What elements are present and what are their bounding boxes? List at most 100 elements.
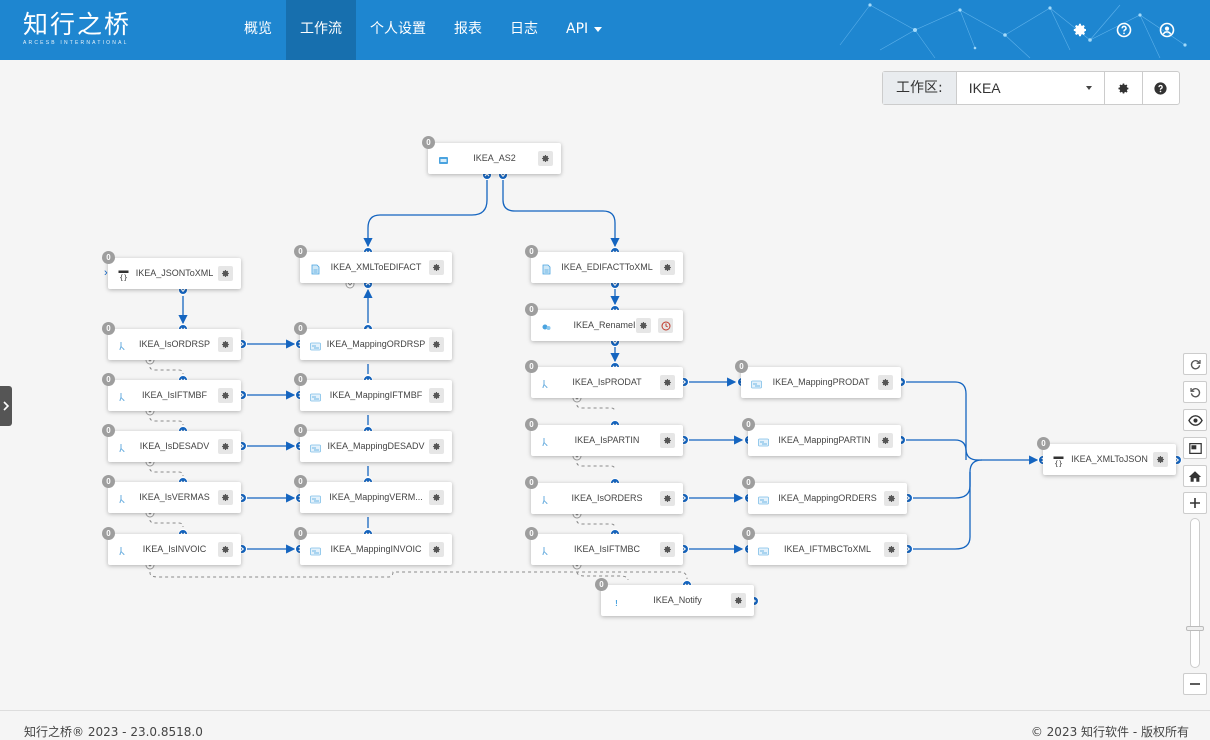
node-settings-gear-icon[interactable] [218, 542, 233, 557]
dropdown-arrow-icon [1085, 86, 1092, 90]
node-count-badge: 0 [294, 322, 307, 335]
node-settings-gear-icon[interactable] [218, 388, 233, 403]
node-settings-gear-icon[interactable] [218, 337, 233, 352]
nav-overview[interactable]: 概览 [244, 21, 272, 37]
nav-logs[interactable]: 日志 [510, 21, 538, 37]
flow-node-renamein[interactable]: IKEA_RenameIn [531, 310, 683, 341]
node-settings-gear-icon[interactable] [884, 491, 899, 506]
flow-node-mappartin[interactable]: IKEA_MappingPARTIN [748, 425, 901, 456]
eye-icon [1187, 414, 1203, 426]
node-settings-gear-icon[interactable] [218, 439, 233, 454]
map-icon [310, 544, 321, 556]
node-count-badge: 0 [294, 527, 307, 540]
node-settings-gear-icon[interactable] [731, 593, 746, 608]
logo[interactable]: 知行之桥 ARCESB INTERNATIONAL [23, 12, 131, 47]
workspace-dropdown[interactable]: IKEA [957, 72, 1105, 104]
schedule-clock-icon[interactable] [658, 318, 673, 333]
redo-icon [1190, 359, 1201, 369]
script-icon [541, 320, 552, 331]
flow-node-isordrsp[interactable]: IKEA_IsORDRSP [108, 329, 241, 360]
view-button[interactable] [1183, 409, 1207, 431]
zoom-slider-thumb[interactable] [1186, 626, 1204, 631]
flow-node-isiftmbc[interactable]: IKEA_IsIFTMBC [531, 534, 683, 565]
node-settings-gear-icon[interactable] [660, 375, 675, 390]
home-button[interactable] [1183, 465, 1207, 487]
gear-icon [1118, 82, 1129, 94]
node-settings-gear-icon[interactable] [429, 542, 444, 557]
flow-node-edifacttoxml[interactable]: IKEA_EDIFACTToXML [531, 252, 683, 283]
minimap-button[interactable] [1183, 437, 1207, 459]
flow-node-xmltoedifact[interactable]: IKEA_XMLToEDIFACT [300, 252, 452, 283]
branch-icon [118, 441, 129, 453]
map-icon [310, 390, 321, 402]
flow-node-mapinvoic[interactable]: IKEA_MappingINVOIC [300, 534, 452, 565]
node-settings-gear-icon[interactable] [660, 491, 675, 506]
error-connector-line [149, 412, 184, 426]
node-count-badge: 0 [742, 476, 755, 489]
flow-node-iftmbctoxml[interactable]: IKEA_IFTMBCToXML [748, 534, 907, 565]
flow-node-isorders[interactable]: IKEA_IsORDERS [531, 483, 683, 514]
node-settings-gear-icon[interactable] [878, 375, 893, 390]
help-icon[interactable] [1112, 18, 1136, 42]
node-count-badge: 0 [102, 251, 115, 264]
node-settings-gear-icon[interactable] [1153, 452, 1168, 467]
node-settings-gear-icon[interactable] [429, 260, 444, 275]
flow-node-as2[interactable]: IKEA_AS2 [428, 143, 561, 174]
flow-node-xmltojson[interactable]: {}IKEA_XMLToJSON [1043, 444, 1176, 475]
nav-workflow[interactable]: 工作流 [286, 0, 356, 60]
flow-node-mapprodat[interactable]: IKEA_MappingPRODAT [741, 367, 901, 398]
flow-node-isinvoic[interactable]: IKEA_IsINVOIC [108, 534, 241, 565]
flow-node-isvermas[interactable]: IKEA_IsVERMAS [108, 482, 241, 513]
map-icon [758, 435, 769, 447]
settings-gear-icon[interactable] [1068, 18, 1092, 42]
workspace-value: IKEA [968, 80, 1001, 96]
node-settings-gear-icon[interactable] [429, 388, 444, 403]
flow-node-isiftmbf[interactable]: IKEA_IsIFTMBF [108, 380, 241, 411]
footer: 知行之桥® 2023 - 23.0.8518.0 © 2023 知行软件 - 版… [0, 710, 1210, 739]
node-settings-gear-icon[interactable] [218, 490, 233, 505]
redo-button[interactable] [1183, 353, 1207, 375]
nav-reports[interactable]: 报表 [454, 21, 482, 37]
map-icon [310, 492, 321, 504]
flow-node-isdesadv[interactable]: IKEA_IsDESADV [108, 431, 241, 462]
flow-node-mapiftmbf[interactable]: IKEA_MappingIFTMBF [300, 380, 452, 411]
node-settings-gear-icon[interactable] [884, 542, 899, 557]
nav-api-label: API [566, 21, 589, 37]
node-settings-gear-icon[interactable] [429, 337, 444, 352]
zoom-slider-track[interactable] [1190, 518, 1200, 668]
user-icon[interactable] [1155, 18, 1179, 42]
zoom-out-button[interactable] [1183, 673, 1207, 695]
flow-node-notify[interactable]: !IKEA_Notify [601, 585, 754, 616]
flow-node-isprodat[interactable]: IKEA_IsPRODAT [531, 367, 683, 398]
connector-line [913, 459, 983, 499]
map-icon [310, 441, 321, 453]
node-settings-gear-icon[interactable] [660, 260, 675, 275]
node-settings-gear-icon[interactable] [538, 151, 553, 166]
flow-node-mapvermas[interactable]: IKEA_MappingVERM... [300, 482, 452, 513]
flow-node-mapordrsp[interactable]: IKEA_MappingORDRSP [300, 329, 452, 360]
flow-node-mapdesadv[interactable]: IKEA_MappingDESADV [300, 431, 452, 462]
node-settings-gear-icon[interactable] [660, 433, 675, 448]
flow-node-jsontoxml[interactable]: {}IKEA_JSONToXML [108, 258, 241, 289]
node-count-badge: 0 [525, 360, 538, 373]
node-settings-gear-icon[interactable] [429, 439, 444, 454]
workspace-settings-button[interactable] [1105, 72, 1142, 104]
node-label: IKEA_IsVERMAS [139, 492, 210, 502]
flow-node-ispartin[interactable]: IKEA_IsPARTIN [531, 425, 683, 456]
node-settings-gear-icon[interactable] [218, 266, 233, 281]
zoom-in-icon [1190, 498, 1200, 508]
nav-api[interactable]: API [552, 0, 616, 60]
node-settings-gear-icon[interactable] [878, 433, 893, 448]
sidebar-toggle[interactable] [0, 386, 12, 426]
nav-profile-settings[interactable]: 个人设置 [370, 21, 426, 37]
node-settings-gear-icon[interactable] [429, 490, 444, 505]
node-count-badge: 0 [102, 527, 115, 540]
undo-button[interactable] [1183, 381, 1207, 403]
svg-text:!: ! [615, 599, 618, 608]
node-label: IKEA_MappingVERM... [329, 492, 423, 502]
workspace-help-button[interactable] [1141, 72, 1179, 104]
zoom-in-button[interactable] [1183, 492, 1207, 514]
flow-node-maporders[interactable]: IKEA_MappingORDERS [748, 483, 907, 514]
node-settings-gear-icon[interactable] [660, 542, 675, 557]
node-settings-gear-icon[interactable] [636, 318, 651, 333]
